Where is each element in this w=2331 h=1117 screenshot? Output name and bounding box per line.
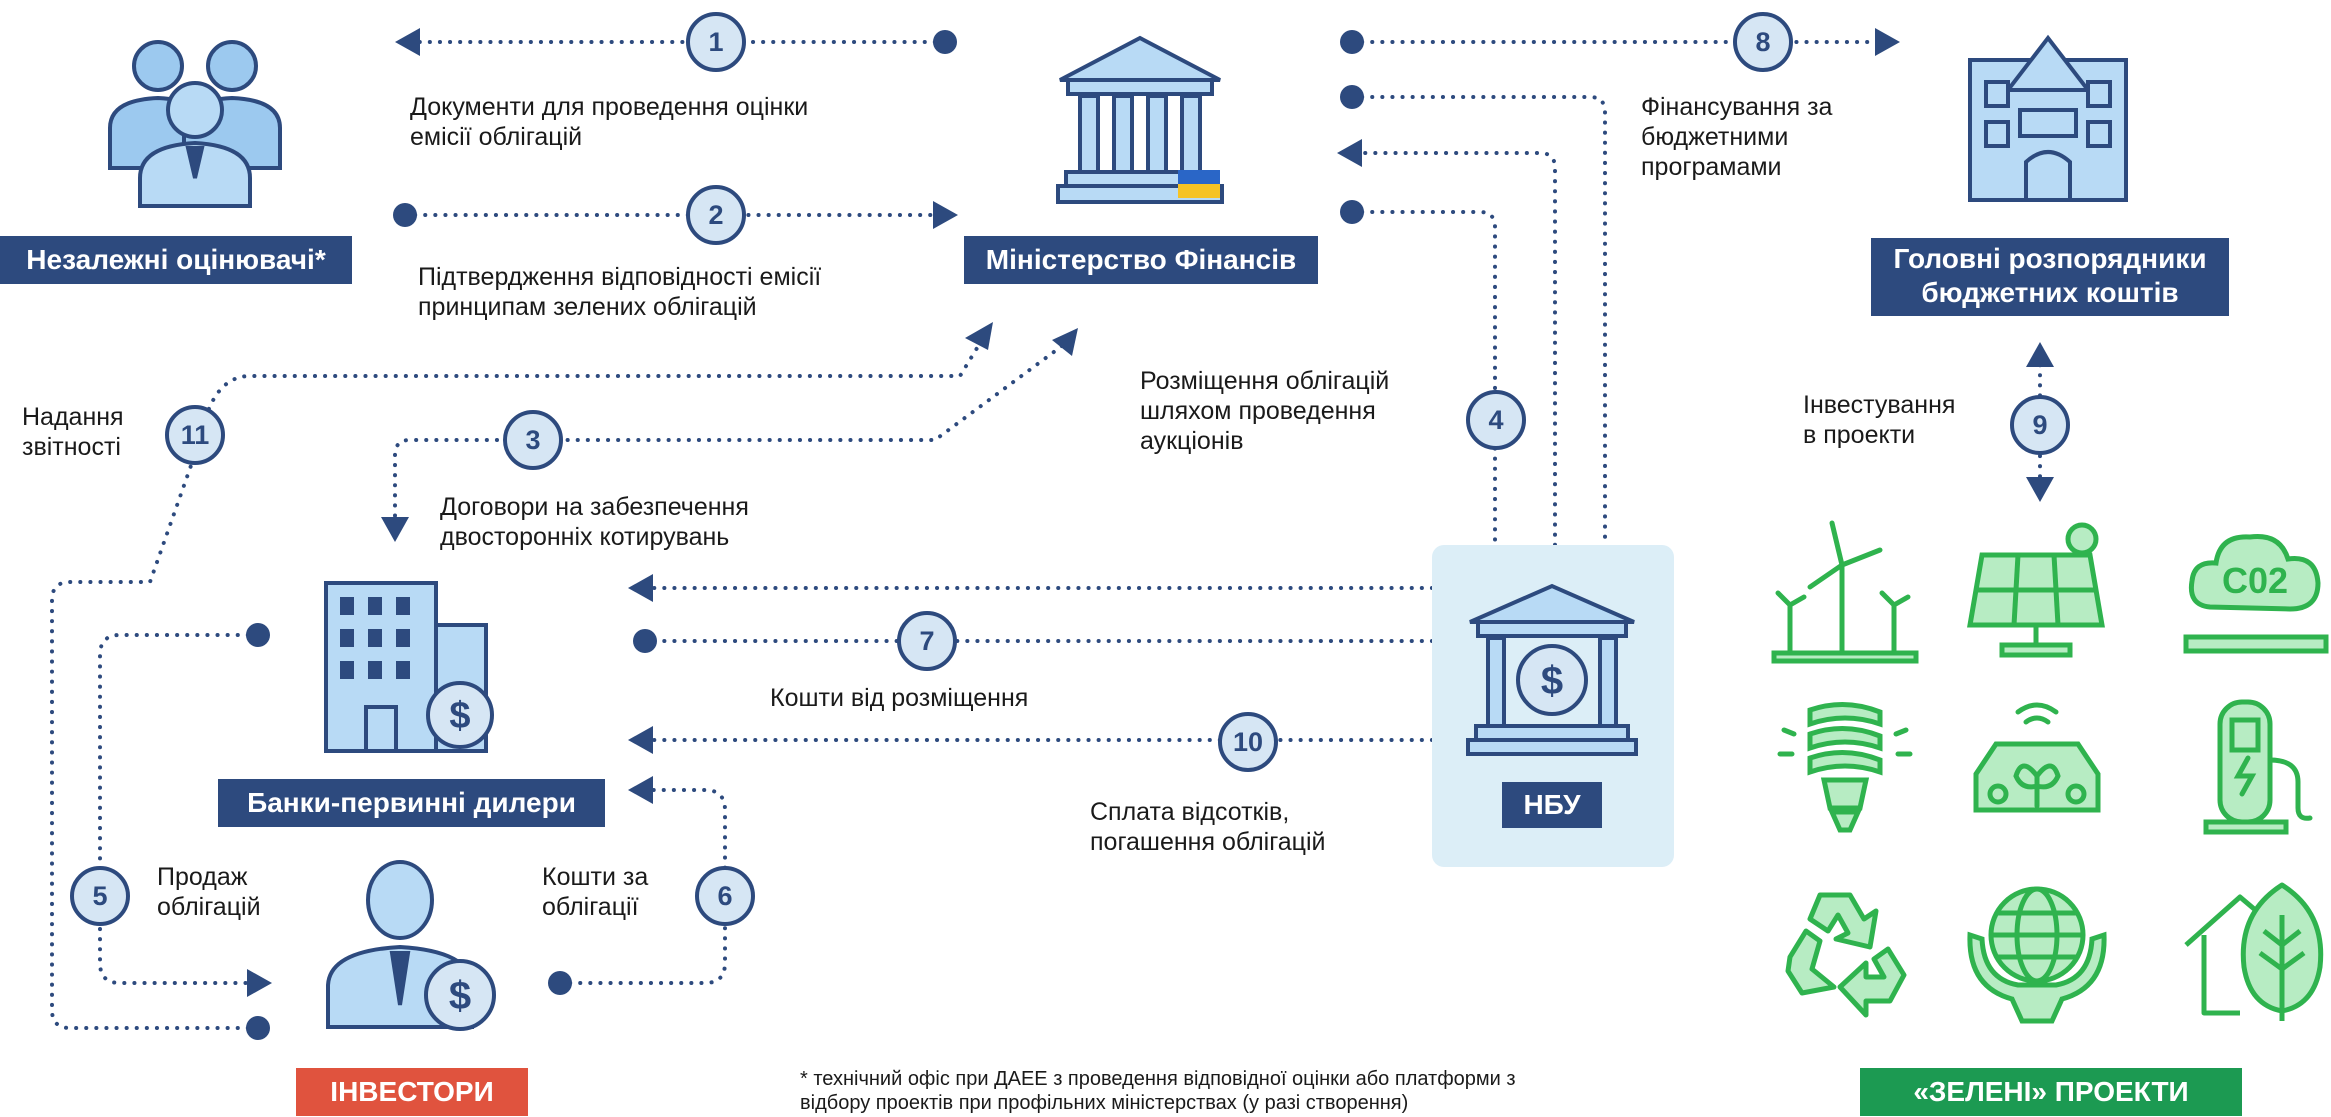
step-3-label-line: двосторонніх котирувань [440, 523, 730, 551]
head-2 [933, 201, 958, 229]
svg-text:C02: C02 [2222, 560, 2288, 601]
wind-turbines-icon [1771, 520, 1919, 664]
arrow-5 [98, 633, 262, 985]
step-5-label-line: Продаж [157, 863, 248, 891]
step-6-badge: 6 [695, 866, 755, 926]
managers-label-line1: Головні розпорядники [1893, 243, 2207, 274]
co2-cloud-icon: C02 [2183, 533, 2329, 654]
step-5-badge: 5 [70, 866, 130, 926]
arrow-4b [1343, 151, 1557, 547]
evaluators-label: Незалежні оцінювачі* [0, 236, 352, 284]
head-1 [395, 28, 420, 56]
step-2-badge: 2 [686, 185, 746, 245]
evaluators-people-icon [108, 40, 282, 208]
step-11-label-line: Надання [22, 403, 124, 431]
step-6-label-line: облігації [542, 893, 639, 921]
step-6-label-line: Кошти за [542, 863, 649, 891]
arrow-4c [1350, 210, 1497, 547]
svg-text:$: $ [1541, 659, 1563, 703]
step-8-label-line: Фінансування за [1641, 93, 1833, 121]
step-11-badge: 11 [165, 405, 225, 465]
step-9-label: Інвестування в проекти [1803, 390, 1955, 450]
green-house-icon [2184, 882, 2324, 1021]
step-8-label: Фінансування за бюджетними програмами [1641, 92, 1832, 182]
banks-label: Банки-первинні дилери [218, 779, 605, 827]
step-8-label-line: бюджетними [1641, 123, 1789, 151]
recycle-icon [1785, 892, 1907, 1018]
step-9-badge: 9 [2010, 395, 2070, 455]
svg-text:$: $ [449, 974, 471, 1018]
step-5-label-line: облігацій [157, 893, 261, 921]
investors-label: ІНВЕСТОРИ [296, 1068, 528, 1116]
step-10-label: Сплата відсотків, погашення облігацій [1090, 797, 1326, 857]
step-10-badge: 10 [1218, 712, 1278, 772]
head-11 [965, 322, 993, 350]
investor-person-icon: $ [326, 860, 496, 1031]
step-4-label-line: шляхом проведення [1140, 397, 1376, 425]
bank-building-icon: $ [324, 581, 494, 753]
head-9-down [2026, 477, 2054, 502]
head-6 [628, 776, 653, 804]
head-8 [1875, 28, 1900, 56]
arrow-4a [1350, 95, 1607, 547]
energy-saving-bulb-icon [1777, 701, 1913, 833]
step-3-label: Договори на забезпечення двосторонніх ко… [440, 492, 749, 552]
electric-car-icon [1973, 702, 2101, 813]
step-1-label-line: Документи для проведення оцінки [410, 93, 809, 121]
step-2-label-line: принципам зелених облігацій [418, 293, 757, 321]
step-3-badge: 3 [503, 410, 563, 470]
arrow-11 [50, 333, 987, 1030]
globe-in-hands-icon [1967, 886, 2107, 1024]
ev-charger-icon [2203, 699, 2313, 835]
step-2-label: Підтвердження відповідності емісії принц… [418, 262, 821, 322]
head-4 [1337, 139, 1362, 167]
managers-label-line2: бюджетних коштів [1921, 277, 2179, 308]
managers-building-icon [1968, 34, 2128, 202]
step-7-badge: 7 [897, 611, 957, 671]
step-5-label: Продаж облігацій [157, 862, 261, 922]
step-7-label: Кошти від розміщення [770, 683, 1028, 713]
step-7-label-line: Кошти від розміщення [770, 684, 1029, 712]
step-10-label-line: Сплата відсотків, [1090, 798, 1290, 826]
step-1-label-line: емісії облігацій [410, 123, 583, 151]
step-3-label-line: Договори на забезпечення [440, 493, 749, 521]
step-4-label-line: Розміщення облігацій [1140, 367, 1390, 395]
nbu-label: НБУ [1502, 782, 1602, 828]
ministry-label: Міністерство Фінансів [964, 236, 1318, 284]
managers-label: Головні розпорядники бюджетних коштів [1871, 238, 2229, 316]
footnote-line: * технічний офіс при ДАЕЕ з проведення в… [800, 1068, 1516, 1090]
head-3-top [1052, 328, 1078, 356]
footnote-line: відбору проектів при профільних міністер… [800, 1092, 1409, 1114]
footnote: * технічний офіс при ДАЕЕ з проведення в… [800, 1067, 1516, 1115]
head-9-up [2026, 342, 2054, 367]
solar-panel-icon [1967, 522, 2105, 658]
step-2-label-line: Підтвердження відповідності емісії [418, 263, 822, 291]
head-3 [381, 517, 409, 542]
step-4-badge: 4 [1466, 390, 1526, 450]
head-5 [247, 969, 272, 997]
step-8-badge: 8 [1733, 12, 1793, 72]
arrow-3 [393, 338, 1072, 532]
svg-text:$: $ [449, 695, 470, 737]
step-9-label-line: Інвестування [1803, 391, 1956, 419]
step-10-label-line: погашення облігацій [1090, 828, 1326, 856]
head-nbu-banks [628, 574, 653, 602]
step-6-label: Кошти за облігації [542, 862, 648, 922]
nbu-building-icon: $ [1466, 583, 1638, 756]
step-4-label-line: аукціонів [1140, 427, 1244, 455]
green-projects-label: «ЗЕЛЕНІ» ПРОЕКТИ [1860, 1068, 2242, 1116]
step-1-badge: 1 [686, 12, 746, 72]
step-8-label-line: програмами [1641, 153, 1782, 181]
step-4-label: Розміщення облігацій шляхом проведення а… [1140, 366, 1389, 456]
head-10 [628, 726, 653, 754]
step-11-label: Надання звітності [22, 402, 124, 462]
step-1-label: Документи для проведення оцінки емісії о… [410, 92, 808, 152]
step-11-label-line: звітності [22, 433, 121, 461]
step-9-label-line: в проекти [1803, 421, 1916, 449]
ministry-building-icon [1056, 35, 1224, 204]
